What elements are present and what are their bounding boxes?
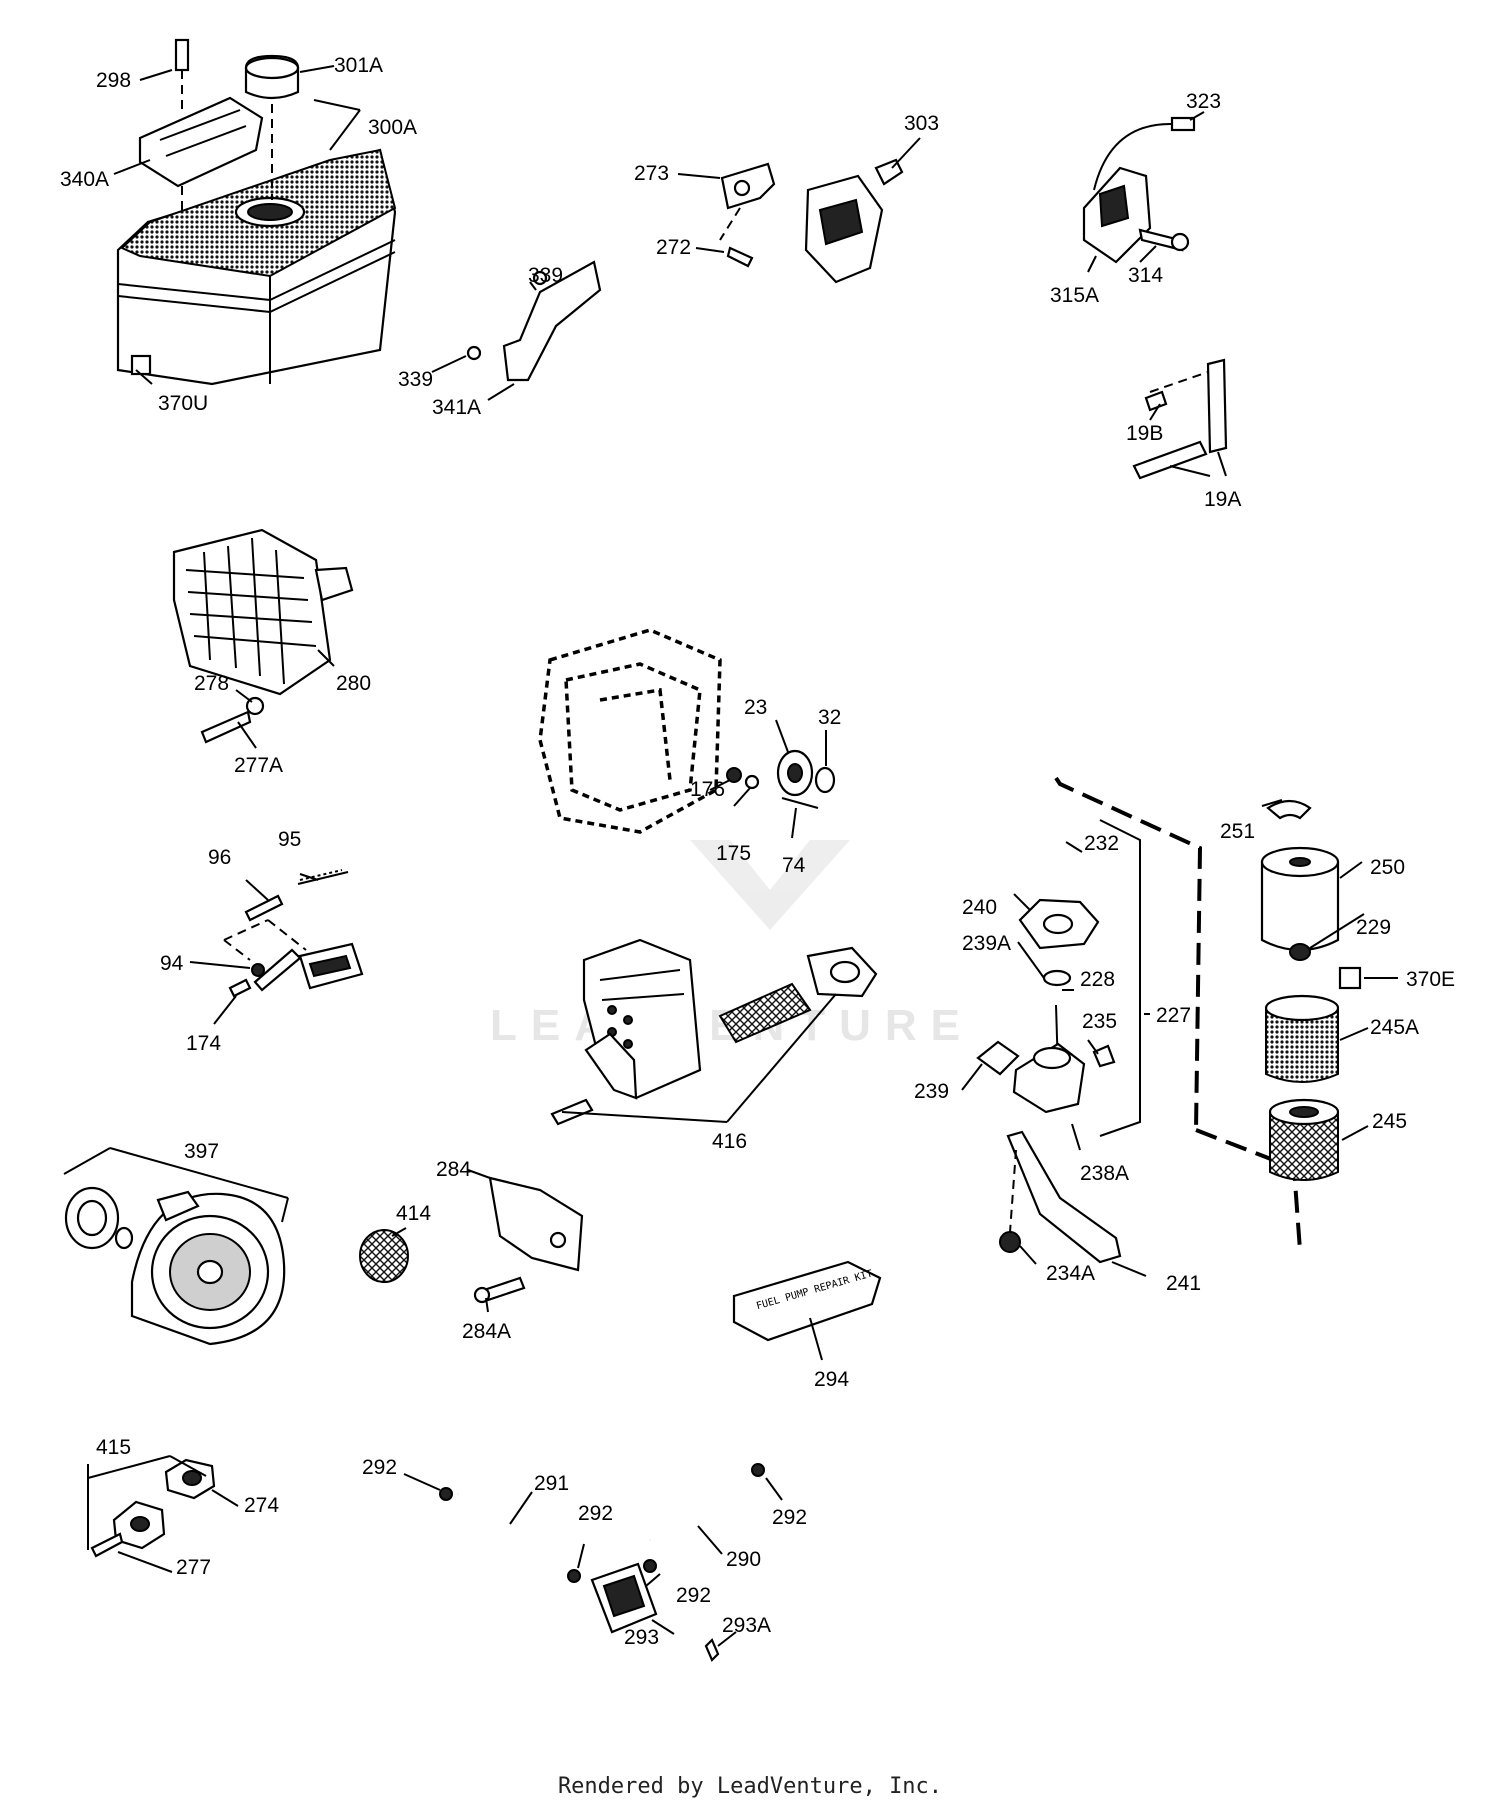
callout-293: 293 [624,1626,659,1649]
callout-251: 251 [1220,820,1255,843]
callout-277: 277 [176,1556,211,1579]
engine-housing-group [538,628,836,834]
callout-278: 278 [194,672,229,695]
choke-group [223,869,364,998]
callout-19B: 19B [1126,422,1163,445]
callout-96: 96 [208,846,231,869]
adaptor-group [90,1458,216,1558]
callout-339-lower: 339 [398,368,433,391]
callout-292-right: 292 [772,1506,807,1529]
callout-284A: 284A [462,1320,511,1343]
footer-credit: Rendered by LeadVenture, Inc. [557,1774,943,1799]
callout-272: 272 [656,236,691,259]
carburetor-group [466,158,904,382]
callout-415: 415 [96,1436,131,1459]
callout-314: 314 [1128,264,1163,287]
callout-245: 245 [1372,1110,1407,1133]
callout-416: 416 [712,1130,747,1153]
callout-303: 303 [904,112,939,135]
callout-339-upper: 339 [528,264,563,287]
starter-group [64,1186,286,1346]
callout-277A: 277A [234,754,283,777]
leader-lines [63,65,1398,1647]
fuel-filter-group [976,776,1362,1264]
callout-239: 239 [914,1080,949,1103]
callout-397: 397 [184,1140,219,1163]
callout-274: 274 [244,1494,279,1517]
callout-292-lower: 292 [676,1584,711,1607]
callout-241: 241 [1166,1272,1201,1295]
callout-174: 174 [186,1032,221,1055]
callout-227: 227 [1156,1004,1191,1027]
callout-95: 95 [278,828,301,851]
callout-175: 175 [716,842,751,865]
callout-341A: 341A [432,396,481,419]
callout-32: 32 [818,706,841,729]
callout-273: 273 [634,162,669,185]
callout-229: 229 [1356,916,1391,939]
repair-kit: FUEL PUMP REPAIR KIT [732,1260,882,1342]
callout-232: 232 [1084,832,1119,855]
shield-group [359,1176,584,1304]
callout-280: 280 [336,672,371,695]
callout-19A: 19A [1204,488,1241,511]
callout-23: 23 [744,696,767,719]
callout-94: 94 [160,952,184,975]
callout-239A: 239A [962,932,1011,955]
fuel-lines-group [439,1463,765,1662]
callout-292-left: 292 [362,1456,397,1479]
callout-291: 291 [534,1472,569,1495]
callout-370U: 370U [158,392,208,415]
callout-301A: 301A [334,54,383,77]
callout-245A: 245A [1370,1016,1419,1039]
callout-235: 235 [1082,1010,1117,1033]
callout-284: 284 [436,1158,471,1181]
callout-298: 298 [96,69,131,92]
callout-292-mid: 292 [578,1502,613,1525]
callout-300A: 300A [368,116,417,139]
callout-340A: 340A [60,168,109,191]
muffler-group [550,938,878,1126]
callout-414: 414 [396,1202,431,1225]
callout-315A: 315A [1050,284,1099,307]
callout-238A: 238A [1080,1162,1129,1185]
callout-290: 290 [726,1548,761,1571]
callout-370E: 370E [1406,968,1455,991]
callout-240: 240 [962,896,997,919]
callout-234A: 234A [1046,1262,1095,1285]
callout-176: 176 [690,778,725,801]
callout-323: 323 [1186,90,1221,113]
fuel-tank-group [116,38,397,386]
callout-294: 294 [814,1368,849,1391]
callout-74: 74 [782,854,806,877]
cover-group [172,528,354,744]
callout-293A: 293A [722,1614,771,1637]
callout-250: 250 [1370,856,1405,879]
callout-228: 228 [1080,968,1115,991]
ignition-group [1082,116,1228,480]
callout-labels: 298 301A 300A 340A 370U 273 272 303 339 … [60,54,1455,1649]
